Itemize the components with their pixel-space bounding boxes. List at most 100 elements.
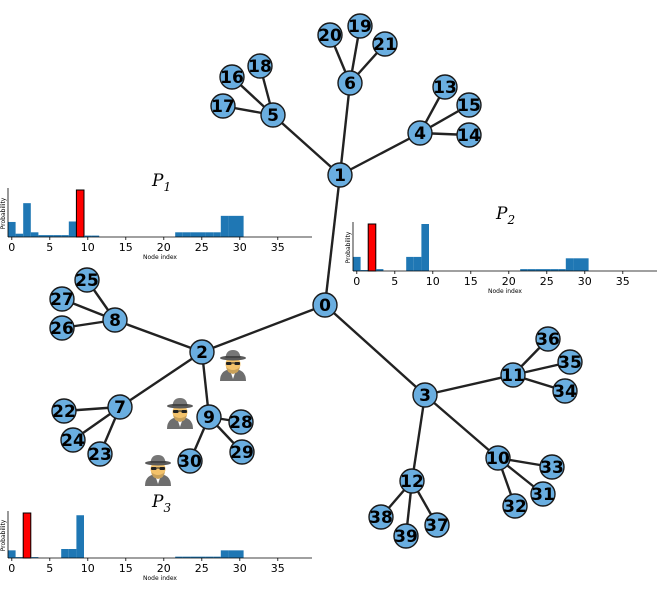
bar [421,224,429,271]
x-tick-label: 5 [46,562,53,575]
tree-edge [424,373,514,397]
node-label: 28 [229,413,253,433]
bar [375,269,384,271]
node-circle [456,92,482,118]
bar [205,556,214,558]
node-circle [368,504,394,530]
bar [190,232,198,237]
node-label: 4 [414,124,426,144]
bar [23,203,31,237]
tree-node: 30 [177,448,203,474]
node-circle [312,292,338,318]
tree-node: 35 [557,349,583,375]
bar [61,549,69,558]
node-circle [539,454,565,480]
tree-node: 16 [219,64,245,90]
tree-node: 18 [247,53,273,79]
bar [15,233,24,237]
tree-node: 24 [60,427,86,453]
bar [406,256,414,271]
tree-node: 33 [539,454,565,480]
tree-node: 37 [424,512,450,538]
x-tick-label: 35 [271,562,285,575]
x-axis-label: Node index [488,288,522,295]
tree-edge [410,394,427,482]
highlighted-bar [367,223,377,272]
x-tick-label: 35 [271,241,285,254]
tree-edge [338,82,352,176]
tree-node: 13 [432,74,458,100]
tree-node: 19 [347,13,373,39]
node-circle [107,394,133,420]
bar [190,556,198,558]
node-label: 19 [348,17,372,37]
bar [220,550,229,558]
node-label: 31 [531,485,555,505]
node-circle [347,13,373,39]
tree-node: 17 [210,93,236,119]
panel-label-p2: P2 [495,204,515,227]
node-label: 20 [318,26,342,46]
node-circle [399,468,425,494]
node-circle [247,53,273,79]
tree-node: 28 [228,409,254,435]
bar [198,556,206,558]
node-circle [552,378,578,404]
bar [198,232,206,237]
x-tick-label: 15 [119,562,133,575]
node-label: 1 [334,166,346,186]
node-circle [557,349,583,375]
node-circle [87,441,113,467]
tree-node: 10 [485,445,511,471]
node-label: 27 [50,290,74,310]
tree-node: 12 [399,468,425,494]
node-label: 26 [50,319,74,339]
tree-edge [119,351,203,408]
node-circle [337,70,363,96]
bar [543,269,551,271]
node-circle [177,448,203,474]
node-label: 36 [536,330,560,350]
x-tick-label: 10 [426,275,440,288]
bar [15,557,24,558]
node-circle [393,523,419,549]
bar [68,221,77,237]
bar [175,232,183,237]
tree-node: 4 [407,120,433,146]
bar [213,232,221,237]
bar [360,270,369,271]
tree-node: 22 [51,398,77,424]
tree-node: 21 [372,31,398,57]
node-label: 11 [501,366,525,386]
bar [581,258,589,271]
tree-edge [324,304,426,396]
tree-node: 38 [368,504,394,530]
x-tick-label: 15 [119,241,133,254]
node-label: 15 [457,96,481,116]
node-circle [49,286,75,312]
highlighted-bar [75,189,85,238]
node-label: 17 [211,97,235,117]
bar [236,550,244,558]
bar [84,235,92,237]
spy-icon [220,350,246,381]
node-circle [456,122,482,148]
bar [228,215,236,237]
x-tick-label: 20 [157,241,171,254]
node-label: 3 [419,386,431,406]
x-tick-label: 20 [502,275,516,288]
bar [535,269,543,271]
node-label: 39 [394,527,418,547]
node-label: 35 [558,353,582,373]
node-label: 30 [178,452,202,472]
tree-node: 26 [49,315,75,341]
y-axis-label: Probability [0,519,7,551]
panel-label-p1: P1 [151,171,171,194]
tree-node: 23 [87,441,113,467]
node-label: 8 [109,311,121,331]
tree-node: 25 [74,267,100,293]
node-label: 37 [425,516,449,536]
node-label: 24 [61,431,85,451]
x-tick-label: 20 [157,562,171,575]
tree-node: 39 [393,523,419,549]
